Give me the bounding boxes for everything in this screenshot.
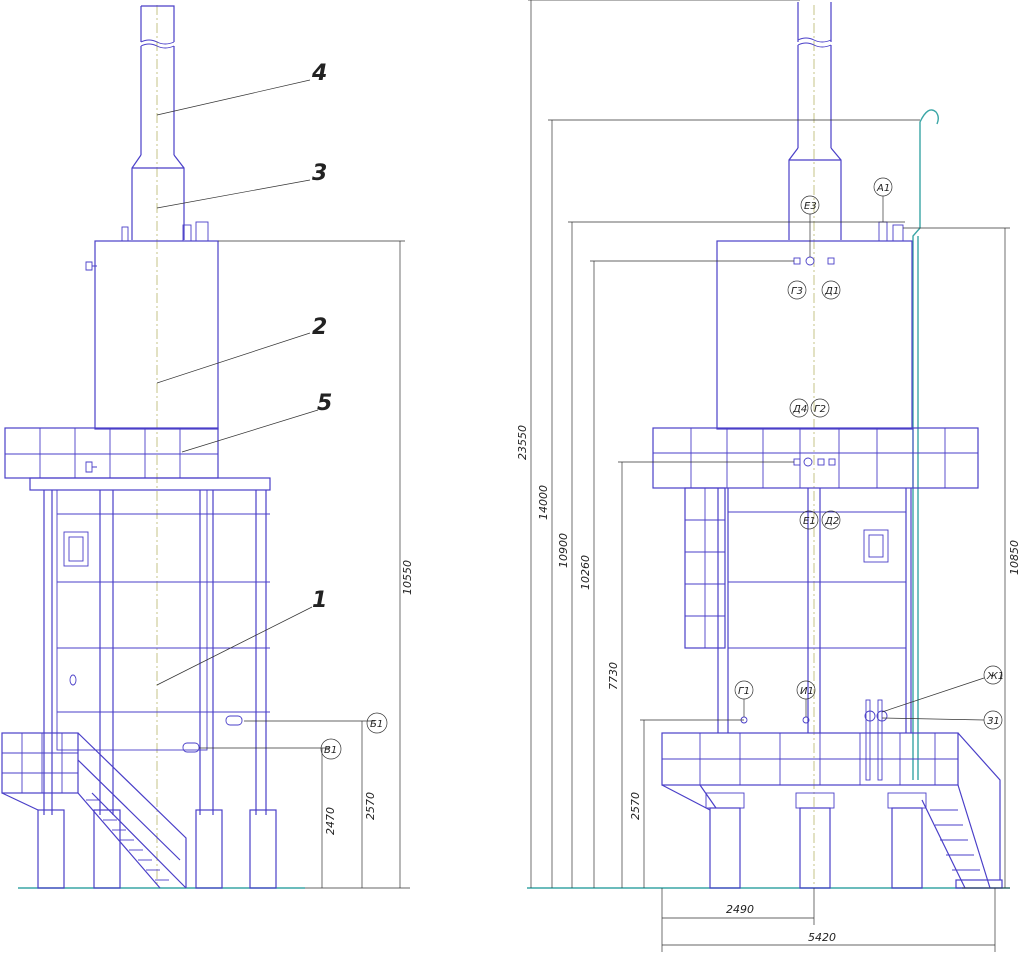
port-z1: З1 — [987, 716, 1000, 727]
dim-2570-left: 2570 — [364, 792, 377, 820]
port-d2: Д2 — [824, 516, 839, 527]
dim-23550: 23550 — [516, 425, 529, 460]
platform-right — [652, 427, 979, 489]
port-e3: Е3 — [804, 201, 817, 212]
transition-cone — [121, 154, 209, 242]
dimensions-right: 23550 14000 10900 10260 7730 2570 10850 — [516, 0, 1021, 889]
callout-1: 1 — [312, 588, 327, 613]
left-view: 4 3 2 5 1 10550 2570 2470 Б1 В1 — [1, 5, 414, 889]
callout-2: 2 — [312, 315, 327, 340]
port-labels-right: А1 Е3 Г3 Д1 Д4 Г2 Е1 Д2 Г1 И1 Ж1 З1 — [734, 177, 1004, 730]
main-body-right — [716, 240, 913, 430]
dim-10260: 10260 — [579, 555, 592, 590]
vent-pipe — [912, 109, 939, 780]
support-frame-left — [29, 477, 277, 889]
port-e1: Е1 — [803, 516, 816, 527]
callouts-left: 4 3 2 5 1 — [156, 61, 332, 686]
dim-2490: 2490 — [726, 903, 754, 916]
callout-3: 3 — [312, 161, 327, 186]
port-g2: Г2 — [814, 404, 826, 415]
dim-10850: 10850 — [1008, 540, 1021, 575]
port-d1: Д1 — [824, 286, 839, 297]
port-label-b1: Б1 — [370, 719, 383, 730]
base-platform-right — [661, 699, 959, 889]
stair-left — [1, 732, 187, 889]
dim-2570-right: 2570 — [629, 792, 642, 820]
callout-5: 5 — [317, 391, 332, 416]
port-label-v1: В1 — [324, 745, 337, 756]
dimensions-horizontal: 2490 5420 — [661, 888, 996, 952]
ports-right — [740, 256, 888, 724]
port-d4: Д4 — [792, 404, 807, 415]
dim-5420: 5420 — [808, 931, 836, 944]
dimensions-left: 10550 2570 2470 Б1 В1 — [199, 240, 414, 889]
port-i1: И1 — [800, 686, 814, 697]
chimney-right — [788, 2, 904, 242]
right-view: А1 Е3 Г3 Д1 Д4 Г2 Е1 Д2 Г1 И1 Ж1 З1 — [516, 0, 1021, 952]
port-g1: Г1 — [738, 686, 750, 697]
dim-2470: 2470 — [324, 807, 337, 835]
side-ladder — [684, 487, 726, 649]
stair-right — [921, 732, 1003, 889]
dim-7730: 7730 — [607, 662, 620, 690]
port-a1: А1 — [876, 183, 890, 194]
dim-10550: 10550 — [401, 560, 414, 595]
callout-4: 4 — [311, 61, 327, 86]
main-body-left — [85, 240, 219, 430]
dim-10900: 10900 — [557, 533, 570, 568]
port-g3: Г3 — [791, 286, 803, 297]
chimney — [140, 5, 175, 155]
platform-left — [4, 427, 219, 479]
dim-14000: 14000 — [537, 485, 550, 520]
port-zh1: Ж1 — [986, 671, 1004, 682]
